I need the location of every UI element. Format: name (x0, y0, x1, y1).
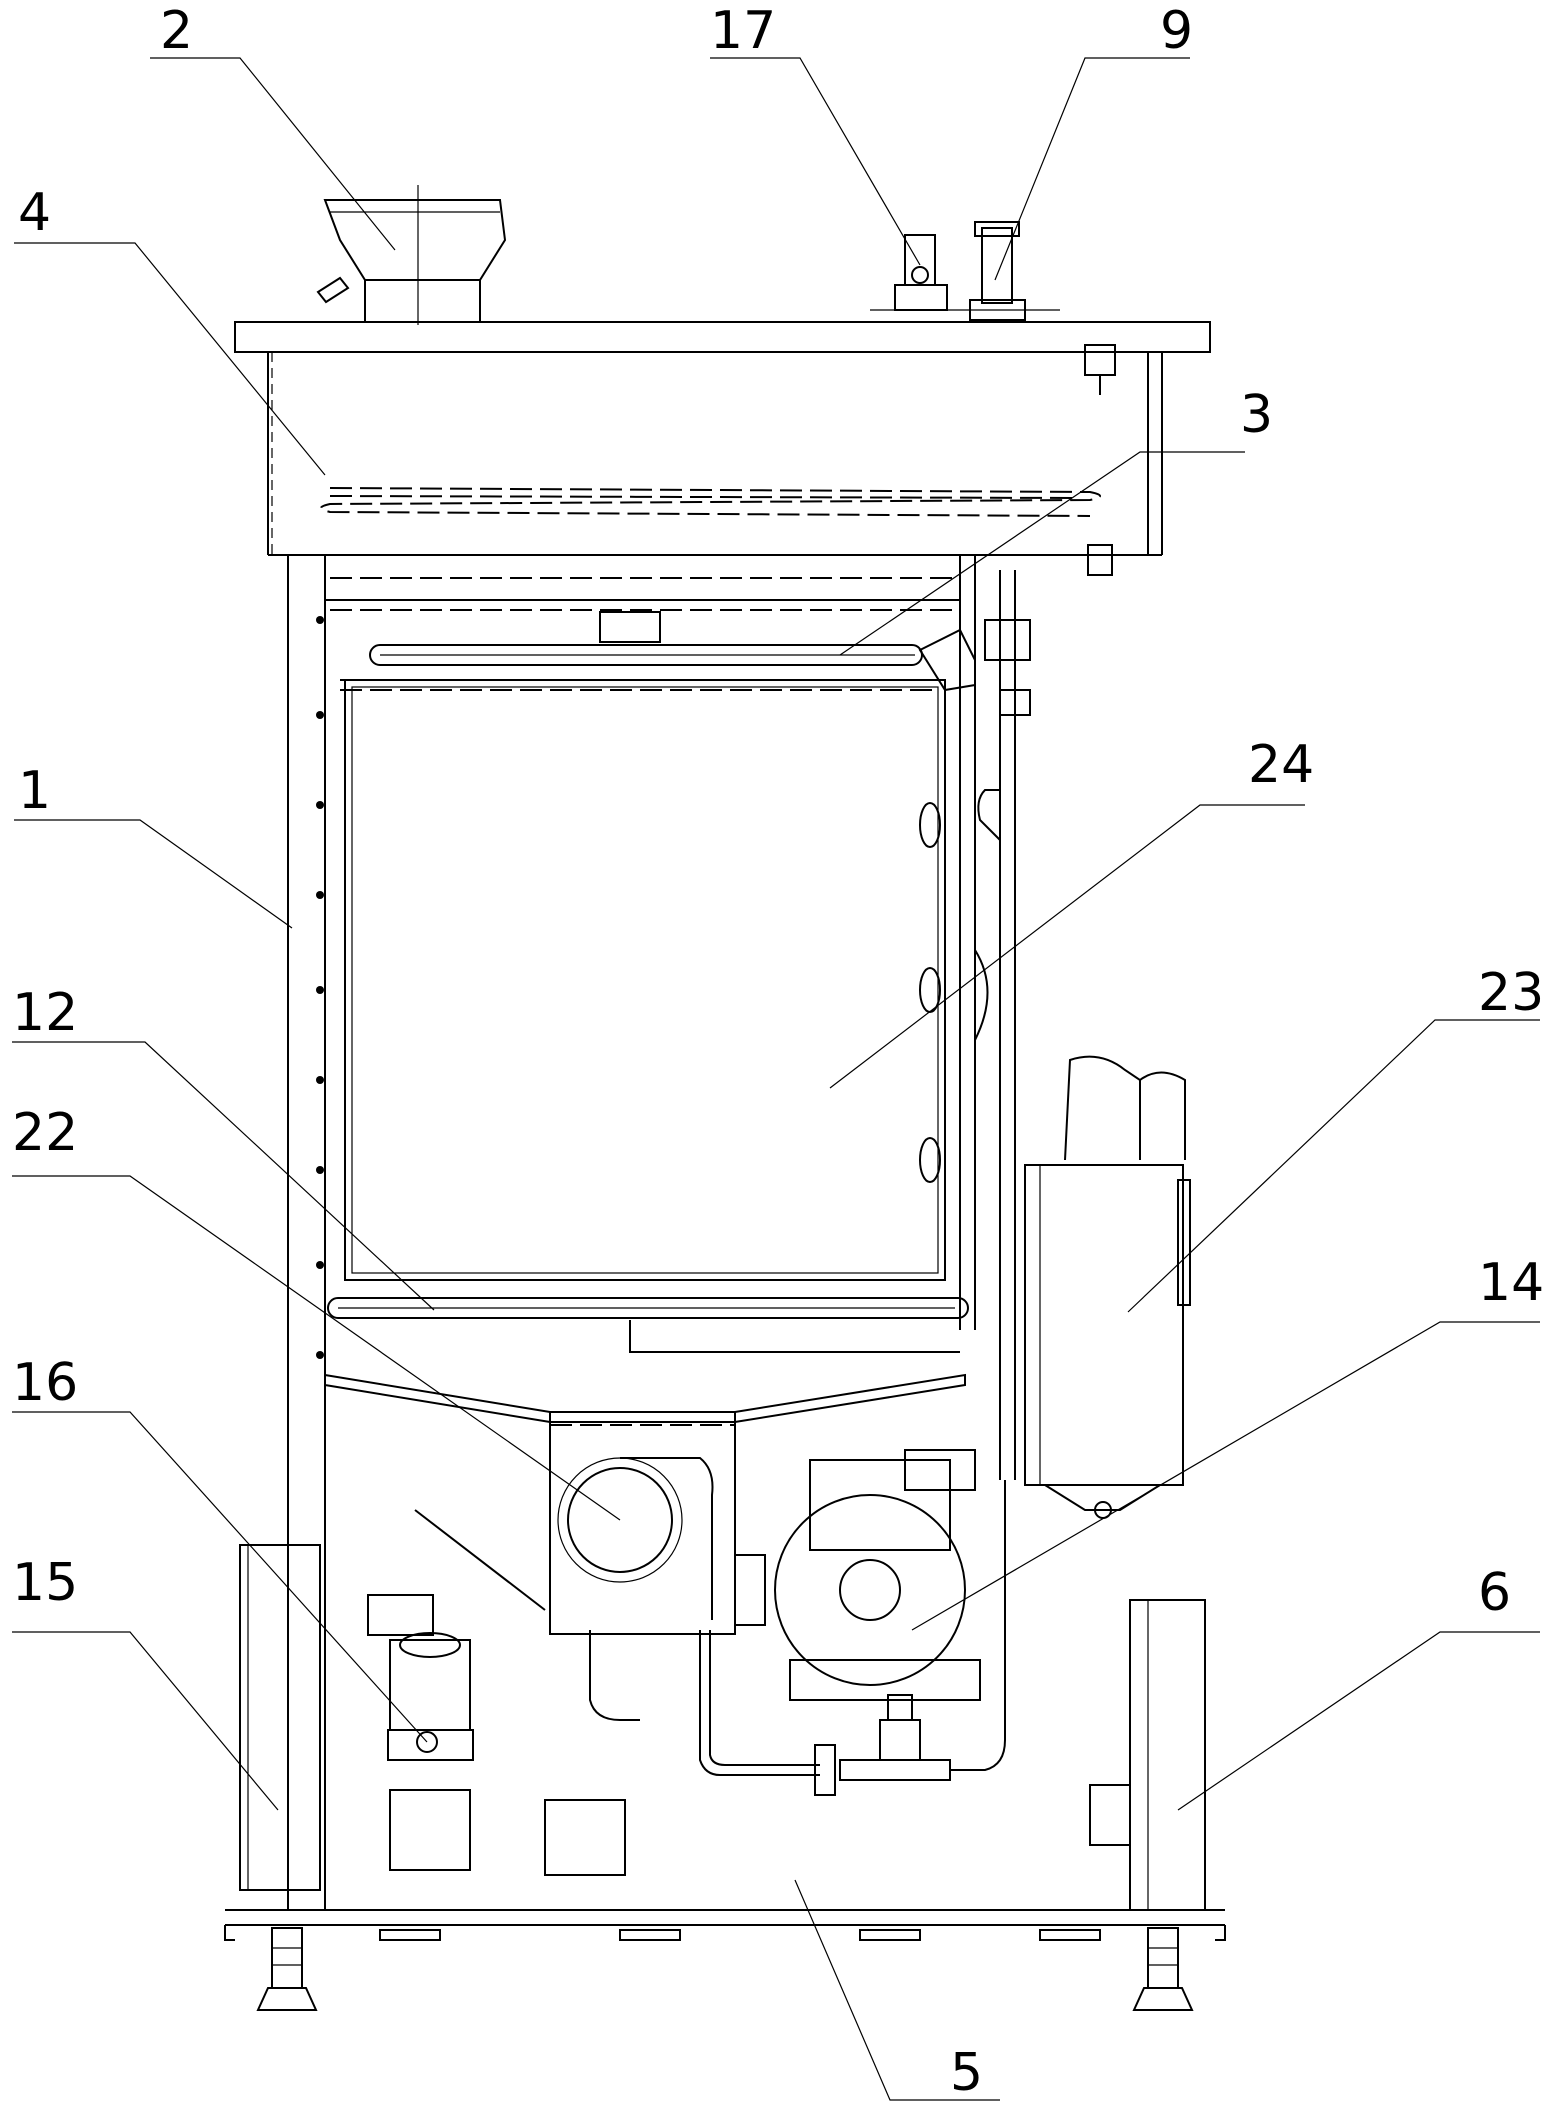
label-15: 15 (12, 1553, 78, 1613)
leader-22 (12, 1175, 621, 1521)
leader-23 (829, 804, 1305, 1089)
leader-17 (1177, 1631, 1540, 1811)
label-3: 3 (1240, 385, 1273, 445)
label-24: 23 (1478, 963, 1544, 1023)
leader-6 (710, 57, 921, 266)
leader-14 (911, 1321, 1540, 1631)
booster-heater (1024, 1055, 1191, 1519)
leader-4 (14, 242, 326, 476)
leader-12 (12, 1041, 435, 1311)
label-16: 16 (12, 1353, 78, 1413)
leader-1 (14, 819, 293, 929)
upper-spray-arm (340, 611, 940, 691)
label-6: 17 (710, 1, 776, 61)
label-4: 4 (18, 183, 51, 243)
wash-chamber (344, 628, 989, 1281)
label-23: 24 (1248, 735, 1314, 795)
sump-funnel (324, 1373, 966, 1635)
cabinet-frame (287, 555, 976, 1910)
leader-24 (1127, 1019, 1540, 1313)
leader-lines (12, 57, 1540, 2101)
leader-5 (794, 1879, 1000, 2101)
label-14: 14 (1478, 1253, 1544, 1313)
base-frame (224, 1909, 1226, 2011)
leader-3 (839, 451, 1245, 656)
drain-pump-motor (367, 1509, 626, 1876)
label-2: 2 (160, 1, 193, 61)
lower-spray-arm (327, 1297, 969, 1353)
label-5: 5 (950, 2043, 983, 2103)
label-17: 6 (1478, 1563, 1511, 1623)
label-12: 12 (12, 983, 78, 1043)
feed-hopper (316, 185, 507, 325)
top-tank (234, 321, 1211, 576)
water-connection-box (1089, 1599, 1206, 1911)
label-22: 22 (12, 1103, 78, 1163)
riser-pipe (977, 570, 1031, 1480)
wash-pump (734, 1449, 981, 1701)
leader-9 (994, 57, 1190, 281)
top-fittings (870, 221, 1060, 321)
part-labels: 2 17 9 4 3 1 24 23 12 22 14 16 15 6 5 (12, 1, 1544, 2103)
control-box (239, 1544, 321, 1891)
leader-16 (12, 1411, 428, 1743)
leader-2 (150, 57, 396, 251)
leader-15 (12, 1631, 279, 1811)
label-1: 1 (18, 761, 51, 821)
label-9: 9 (1160, 1, 1193, 61)
inlet-piping (589, 1480, 1006, 1796)
